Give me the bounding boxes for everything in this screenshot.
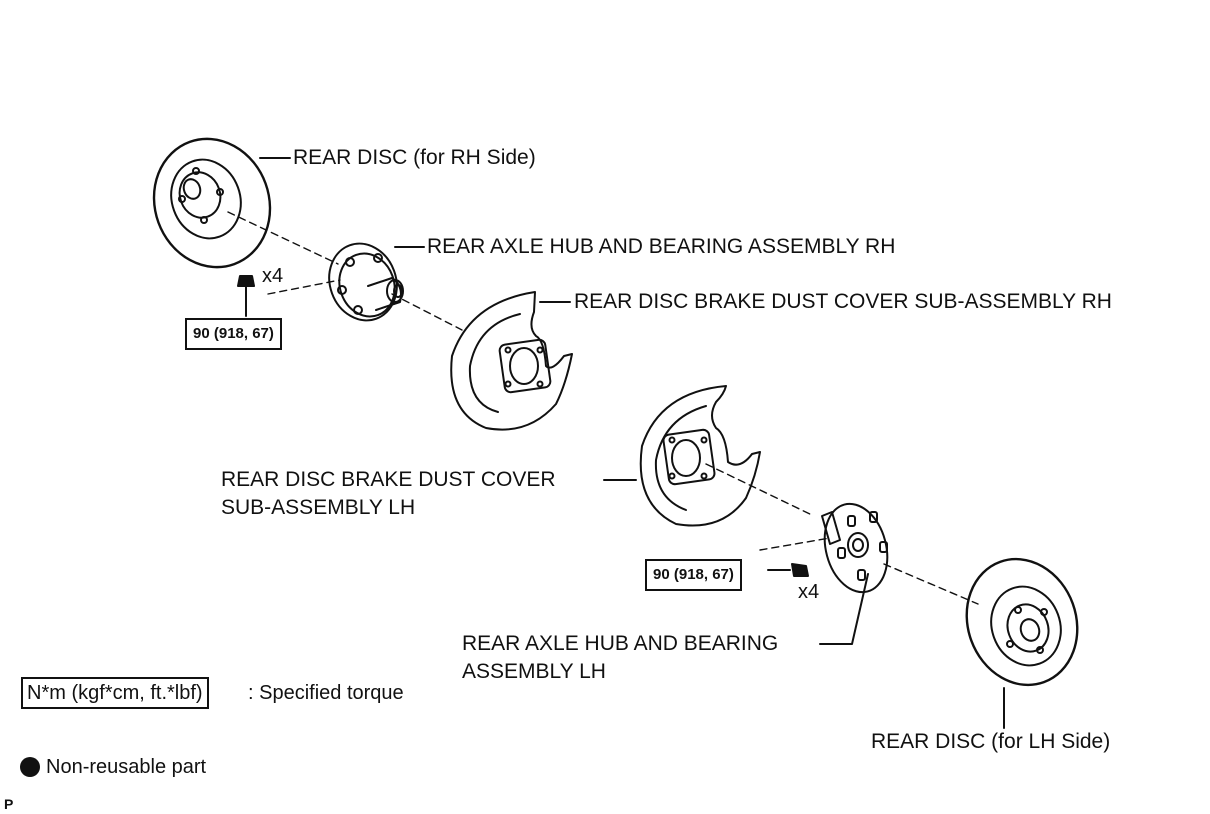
label-hub-lh-line1: REAR AXLE HUB AND BEARING [462,632,779,655]
nonreusable-dot-icon [20,757,40,777]
qty-rh: x4 [262,265,284,287]
label-hub-lh-line2: ASSEMBLY LH [462,660,606,683]
hub-lh-drawing [821,502,889,594]
label-dust-cover-rh: REAR DISC BRAKE DUST COVER SUB-ASSEMBLY … [574,290,1112,313]
label-rear-disc-lh: REAR DISC (for LH Side) [871,730,1111,753]
rear-disc-lh-drawing [965,557,1079,687]
dust-cover-lh-drawing [639,385,761,527]
legend-nonreusable: Non-reusable part [46,756,207,778]
legend-torque-units: N*m (kgf*cm, ft.*lbf) [21,677,209,709]
label-dust-cover-lh-line1: REAR DISC BRAKE DUST COVER [221,468,556,491]
torque-box-rh: 90 (918, 67) [185,318,282,350]
legend-torque-desc: : Specified torque [248,682,404,704]
hub-rh-drawing [328,242,404,322]
dust-cover-rh-drawing [450,291,573,431]
torque-box-lh: 90 (918, 67) [645,559,742,591]
bolt-lh-drawing [767,563,809,577]
bolt-rh-drawing [237,275,255,317]
qty-lh: x4 [798,581,820,603]
label-rear-disc-rh: REAR DISC (for RH Side) [293,146,536,169]
corner-mark: P [4,796,14,812]
label-hub-rh: REAR AXLE HUB AND BEARING ASSEMBLY RH [427,235,896,258]
label-dust-cover-lh-line2: SUB-ASSEMBLY LH [221,496,416,519]
rear-disc-rh-drawing [152,137,272,269]
